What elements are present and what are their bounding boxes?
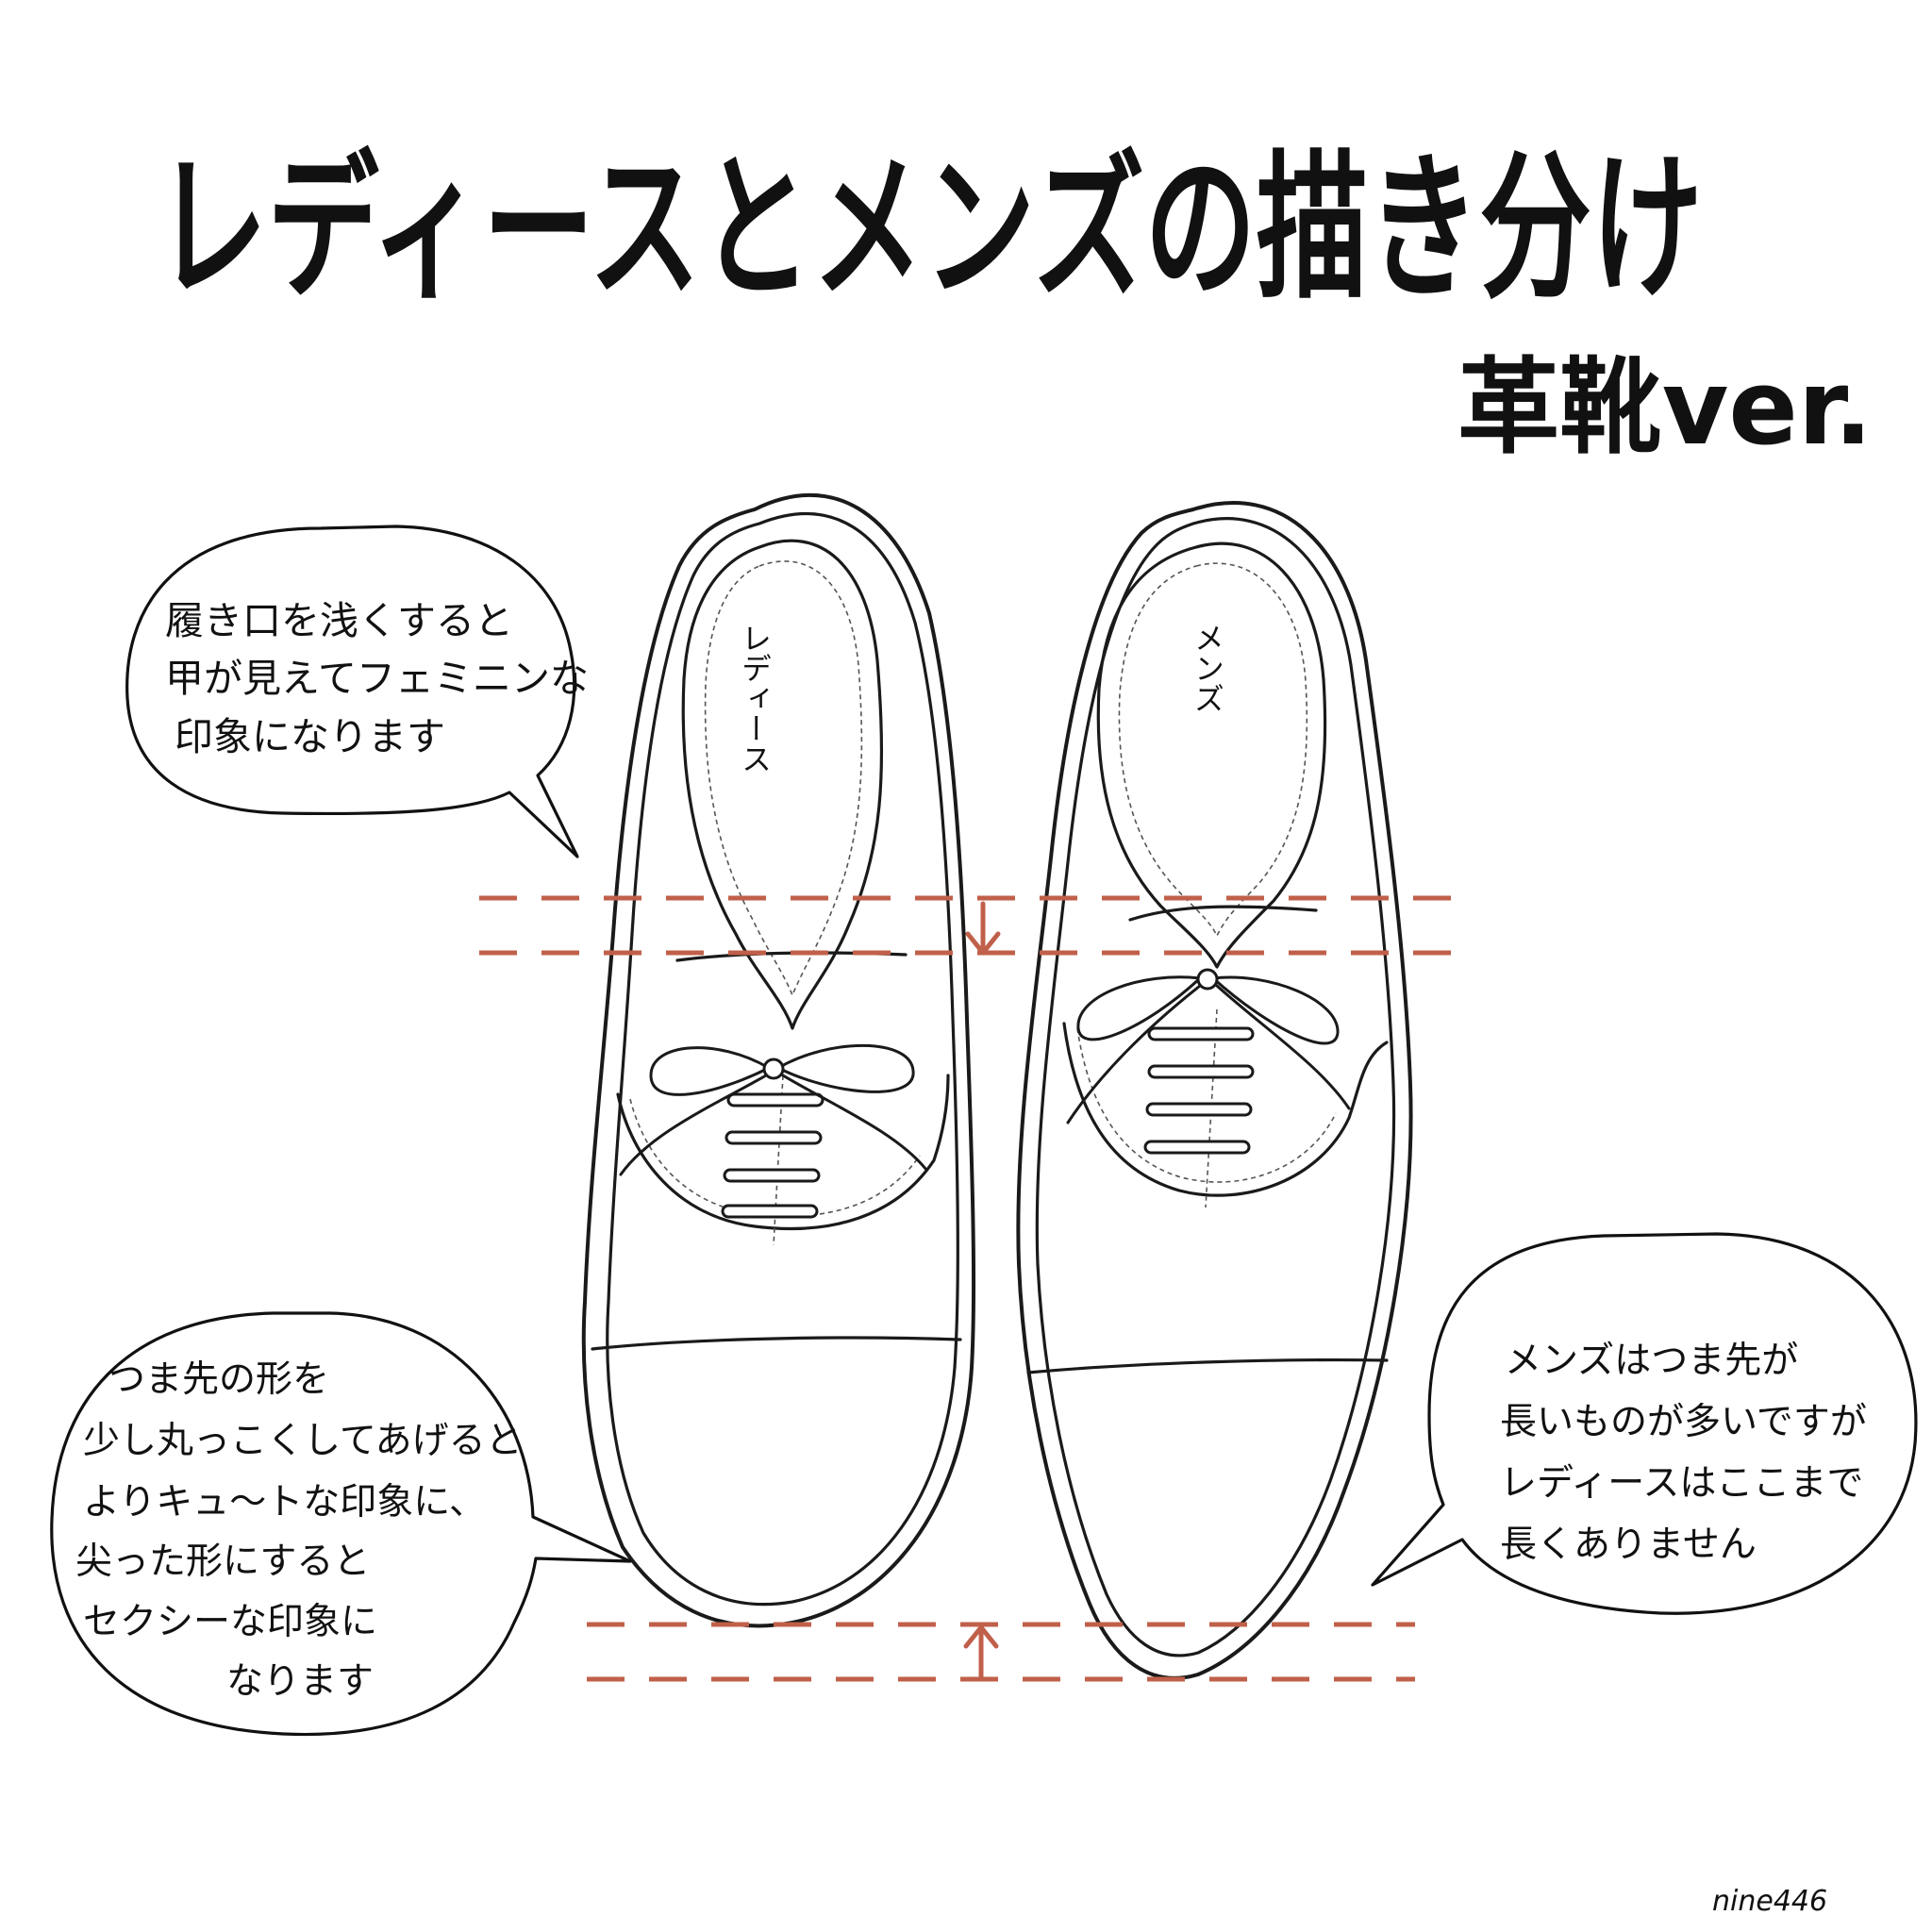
- mens-lace-bar: [1147, 1064, 1255, 1079]
- guide-lines: [479, 895, 1472, 1682]
- ladies-shoe-toe-cap: [591, 1336, 962, 1351]
- bubble-text-bottom-left-line-5: セクシーな印象に: [83, 1601, 377, 1643]
- ladies-lace-end: [781, 1074, 928, 1172]
- ladies-lace-bar: [724, 1130, 823, 1145]
- arrow-up-icon: [963, 1624, 999, 1682]
- ladies-lace-bow: [649, 1046, 773, 1096]
- mens-lace-end: [1066, 984, 1202, 1124]
- ladies-lace-bow: [774, 1043, 915, 1093]
- ladies-lace-bar: [721, 1204, 819, 1219]
- mens-lace-bow: [1076, 975, 1204, 1041]
- ladies-shoe-eyestay: [616, 1074, 950, 1230]
- bubble-text-bottom-right-line-3: レディースはここまで: [1500, 1462, 1863, 1505]
- bubble-text-bottom-right-line-2: 長いものが多いですが: [1500, 1401, 1867, 1443]
- bubble-text-bottom-left-line-4: 尖った形にすると: [75, 1541, 370, 1583]
- mens-lace-bow: [1209, 975, 1340, 1045]
- ladies-lace-bar: [723, 1168, 821, 1183]
- page-title: レディースとメンズの描き分け: [156, 136, 1703, 321]
- bubble-text-bottom-right-line-4: 長くありません: [1500, 1524, 1757, 1566]
- mens-lace-knot: [1196, 968, 1219, 991]
- bubble-text-top-left-line-2: 甲が見えてフェミニンな: [165, 656, 589, 701]
- mens-shoe-opening: [1096, 541, 1327, 969]
- page-subtitle: 革靴ver.: [1457, 347, 1873, 468]
- speech-bubble-shape: [125, 525, 579, 858]
- bubble-text-bottom-left-line-6: なります: [226, 1660, 374, 1703]
- bubble-text-top-left-line-1: 履き口を浅くすると: [165, 598, 513, 643]
- mens-lace-bar: [1147, 1026, 1255, 1041]
- speech-bubble-bottom-left: つま先の形を 少し丸っこくしてあげると よりキュ〜トな印象に、 尖った形にすると…: [50, 1311, 632, 1737]
- bubble-text-bottom-left-line-2: 少し丸っこくしてあげると: [83, 1420, 523, 1462]
- mens-shoe-center-seam: [1205, 1008, 1218, 1208]
- mens-shoe-upper: [1035, 517, 1396, 1657]
- mens-shoe-toe-cap: [1026, 1357, 1389, 1374]
- mens-shoe-eyestay-stitch: [1076, 1027, 1337, 1183]
- bubble-text-top-left-line-3: 印象になります: [175, 714, 445, 759]
- ladies-shoe: [581, 492, 976, 1628]
- arrow-down-icon: [965, 901, 1001, 956]
- ladies-shoe-upper: [606, 512, 959, 1607]
- mens-shoe-eyestay: [1062, 1022, 1389, 1197]
- ladies-lace-end: [619, 1074, 768, 1176]
- ladies-shoe-opening: [681, 539, 884, 1030]
- mens-lace-bar: [1143, 1140, 1251, 1155]
- speech-bubble-shape: [1371, 1232, 1918, 1615]
- mens-shoe-label: メンズ: [1190, 623, 1225, 713]
- artist-signature: nine446: [1712, 1885, 1827, 1918]
- ladies-lace-knot: [762, 1058, 785, 1080]
- mens-shoe-vamp-line: [1128, 905, 1318, 922]
- bubble-text-bottom-left-line-1: つま先の形を: [108, 1358, 329, 1401]
- ladies-shoe-label: レディース: [737, 623, 773, 774]
- bubble-text-bottom-right-line-1: メンズはつま先が: [1505, 1340, 1798, 1382]
- bubble-text-bottom-left-line-3: よりキュ〜トな印象に、: [83, 1481, 486, 1524]
- mens-lace-end: [1215, 984, 1351, 1110]
- speech-bubble-top-left: 履き口を浅くすると 甲が見えてフェミニンな 印象になります: [125, 525, 589, 858]
- ladies-lace-bar: [726, 1092, 824, 1108]
- speech-bubble-shape: [50, 1311, 632, 1737]
- speech-bubble-bottom-right: メンズはつま先が 長いものが多いですが レディースはここまで 長くありません: [1371, 1232, 1918, 1615]
- mens-lace-bar: [1145, 1102, 1253, 1117]
